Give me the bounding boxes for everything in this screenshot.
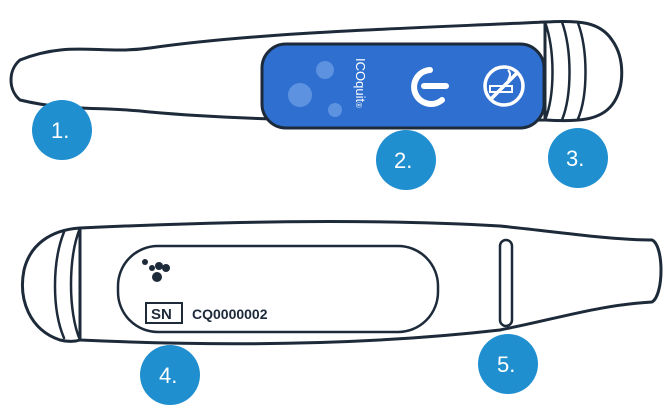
callout-5: 5. — [478, 334, 538, 394]
cap-ring-2 — [53, 230, 66, 340]
cap-ring-1 — [69, 226, 82, 342]
callout-label: 4. — [159, 363, 177, 388]
device-back-cap — [21, 226, 82, 343]
device-front: ICOquit® — [9, 19, 624, 130]
device-back: SN CQ0000002 — [21, 220, 663, 346]
brand-logo: ICOquit® — [353, 58, 368, 108]
cap-ring-1 — [543, 20, 554, 122]
back-panel — [116, 244, 440, 334]
device-back-body — [78, 220, 663, 346]
panel-bubble — [316, 61, 334, 79]
callout-1: 1. — [32, 100, 92, 160]
callout-label: 2. — [394, 148, 412, 173]
serial-label-box — [145, 302, 183, 324]
panel-bubble — [288, 83, 312, 107]
no-smoking-icon[interactable] — [483, 65, 525, 107]
cap-ring-2 — [560, 20, 571, 122]
serial-label: SN — [151, 306, 172, 323]
cap-ring-3 — [576, 21, 587, 121]
device-front-cap — [543, 19, 624, 123]
serial-number: CQ0000002 — [192, 306, 268, 322]
dots-logo-icon — [142, 259, 170, 282]
callout-4: 4. — [140, 345, 200, 405]
callout-label: 5. — [497, 352, 515, 377]
slot — [498, 238, 514, 328]
callout-3: 3. — [548, 128, 608, 188]
power-icon[interactable] — [411, 67, 449, 107]
callout-label: 3. — [566, 146, 584, 171]
callout-label: 1. — [51, 118, 69, 143]
callout-2: 2. — [376, 130, 436, 190]
panel-bubble — [328, 103, 342, 117]
